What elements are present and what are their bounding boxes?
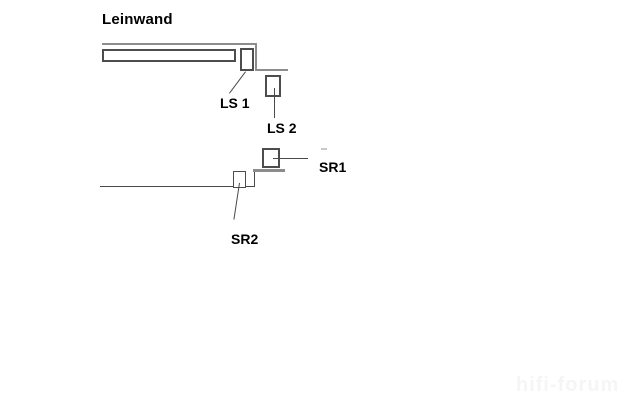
ls1-speaker-box xyxy=(240,48,254,71)
front-wall-top-line xyxy=(102,43,257,45)
sr1-shelf-line xyxy=(253,169,285,172)
side-wall-step-line xyxy=(254,171,255,187)
side-wall-line xyxy=(100,186,255,187)
sr2-label: SR2 xyxy=(231,231,259,247)
ls2-speaker-box xyxy=(265,75,281,97)
ls1-pointer-line xyxy=(229,71,246,94)
sr2-pointer-line xyxy=(233,182,240,220)
ls2-label: LS 2 xyxy=(267,120,297,136)
ls1-label: LS 1 xyxy=(220,95,250,111)
sr2-speaker-box xyxy=(233,171,246,188)
leinwand-screen-rect xyxy=(102,49,236,62)
front-wall-corner-line xyxy=(255,43,257,71)
sr1-label: SR1 xyxy=(319,159,347,175)
sr1-pointer-line xyxy=(273,158,308,159)
leinwand-title: Leinwand xyxy=(102,11,173,28)
ls2-pointer-line xyxy=(274,88,275,118)
watermark-text: hifi-forum xyxy=(516,374,620,396)
stray-dash-mark xyxy=(321,148,327,150)
ls2-shelf-line xyxy=(255,69,288,71)
